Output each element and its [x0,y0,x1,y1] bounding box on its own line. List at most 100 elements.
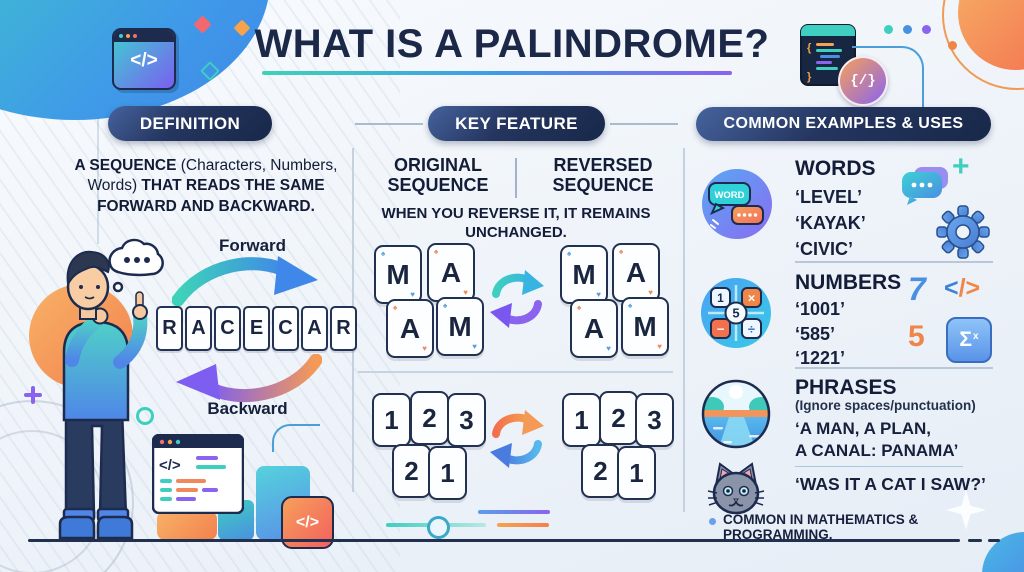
column-divider [683,148,685,512]
ring-dot [948,41,957,50]
dot-icon [884,25,893,34]
card-letter: A [440,256,462,288]
definition-text-normal: (Characters, Numbers, Words) [87,157,338,195]
number-card: 1 [428,446,467,500]
letter-tile: E [243,306,270,351]
definition-pill: DEFINITION [108,106,272,141]
dot-icon [903,25,912,34]
seven-glyph-icon: 7 [908,271,926,307]
phrases-item: A CANAL: PANAMA’ [795,441,959,460]
number-card: 1 [562,393,601,447]
bullet-icon [709,518,716,525]
angle-open: < [944,274,959,302]
words-item: ‘CIVIC’ [795,239,854,259]
heart-icon: ♥ [648,288,653,297]
pill-side-line [355,123,423,125]
number-card: 2 [581,444,620,498]
number-card: 1 [617,446,656,500]
footer-note: COMMON IN MATHEMATICS & PROGRAMMING. [723,512,919,542]
key-feature-pill: KEY FEATURE [428,106,605,141]
phrases-item: ‘WAS IT A CAT I SAW?’ [795,474,986,494]
heart-icon: ♥ [410,290,415,299]
plus-sparkle-icon [24,386,42,404]
brace-icon: } [807,71,812,83]
calc-tile-text: × [748,291,756,306]
number-card: 3 [447,393,486,447]
card-letter: M [448,310,472,342]
row-divider [795,261,993,263]
title-underline-decoration [262,71,732,75]
numbers-heading: NUMBERS [795,271,902,294]
number-card: 3 [635,393,674,447]
spade-icon: ♠ [434,247,439,256]
number-card: 1 [372,393,411,447]
connector-line [272,424,320,452]
card-letter: A [399,312,421,344]
letter-tile: A [301,306,328,351]
code-icon: </> [130,50,158,71]
sigma-sub: x [973,330,979,342]
card-letter: M [633,310,657,342]
racecar-tiles: R A C E C A R [156,306,357,351]
backward-label: Backward [207,399,288,418]
definition-text-bold: THAT READS THE SAME FORWARD AND BACKWARD… [97,177,325,215]
calc-tile-text: − [717,322,725,337]
forward-arrow-icon [172,256,318,307]
window-titlebar [114,30,174,42]
spade-icon: ♠ [393,303,398,312]
letter-tile: A [185,306,212,351]
dot-icon [922,25,931,34]
card-letter: M [572,258,596,290]
canal-scene-icon [701,379,771,449]
thinking-person-illustration [29,238,164,540]
code-editor-window-illustration: </> [152,434,244,514]
calc-tile-text: ÷ [748,322,755,337]
five-glyph-icon: 5 [908,320,925,353]
chat-bubble-icon [902,167,948,205]
reverse-arrows-icon [490,270,544,328]
backward-arrow-icon [176,354,322,403]
key-feature-description: WHEN YOU REVERSE IT, IT REMAINS UNCHANGE… [381,205,651,241]
heart-icon: ♥ [422,344,427,353]
row-divider [795,367,993,369]
letter-card: ♠ M ♥ [621,297,669,356]
card-letter: M [386,258,410,290]
calc-center-text: 5 [732,306,739,321]
letter-card: ♠ A ♥ [612,243,660,302]
examples-pill: COMMON EXAMPLES & USES [696,107,991,141]
ground-line [28,539,960,542]
code-window-icon: </> [112,28,176,90]
letter-card: ♠ A ♥ [386,299,434,358]
card-letter: A [583,312,605,344]
window-dot-icon [126,34,130,38]
words-item: ‘KAYAK’ [795,213,866,233]
section-divider [358,371,673,373]
window-dot-icon [133,34,137,38]
numbers-item: ‘1001’ [795,299,846,319]
heart-icon: ♥ [657,342,662,351]
definition-text: A SEQUENCE (Characters, Numbers, Words) … [58,156,354,217]
spade-icon: ♠ [381,249,386,258]
words-item: ‘LEVEL’ [795,187,863,207]
guide-line-vertical [97,44,99,244]
card-letter: A [625,256,647,288]
ground-line-dash [968,539,982,542]
sigma-glyph: Σ [959,328,973,351]
spade-icon: ♠ [628,301,633,310]
letter-card: ♠ M ♥ [560,245,608,304]
gear-icon [936,205,990,259]
cat-icon [707,462,765,515]
window-dot-icon [119,34,123,38]
definition-text-bold: A SEQUENCE [74,157,177,174]
heading-divider [515,158,517,198]
angle-close: /> [958,274,981,302]
pill-side-line [610,123,678,125]
page-title: WHAT IS A PALINDROME? [254,22,770,66]
spade-icon: ♠ [619,247,624,256]
spade-icon: ♠ [443,301,448,310]
number-card: 2 [410,391,449,445]
letter-card: ♠ M ♥ [374,245,422,304]
code-icon: </> [159,457,181,474]
